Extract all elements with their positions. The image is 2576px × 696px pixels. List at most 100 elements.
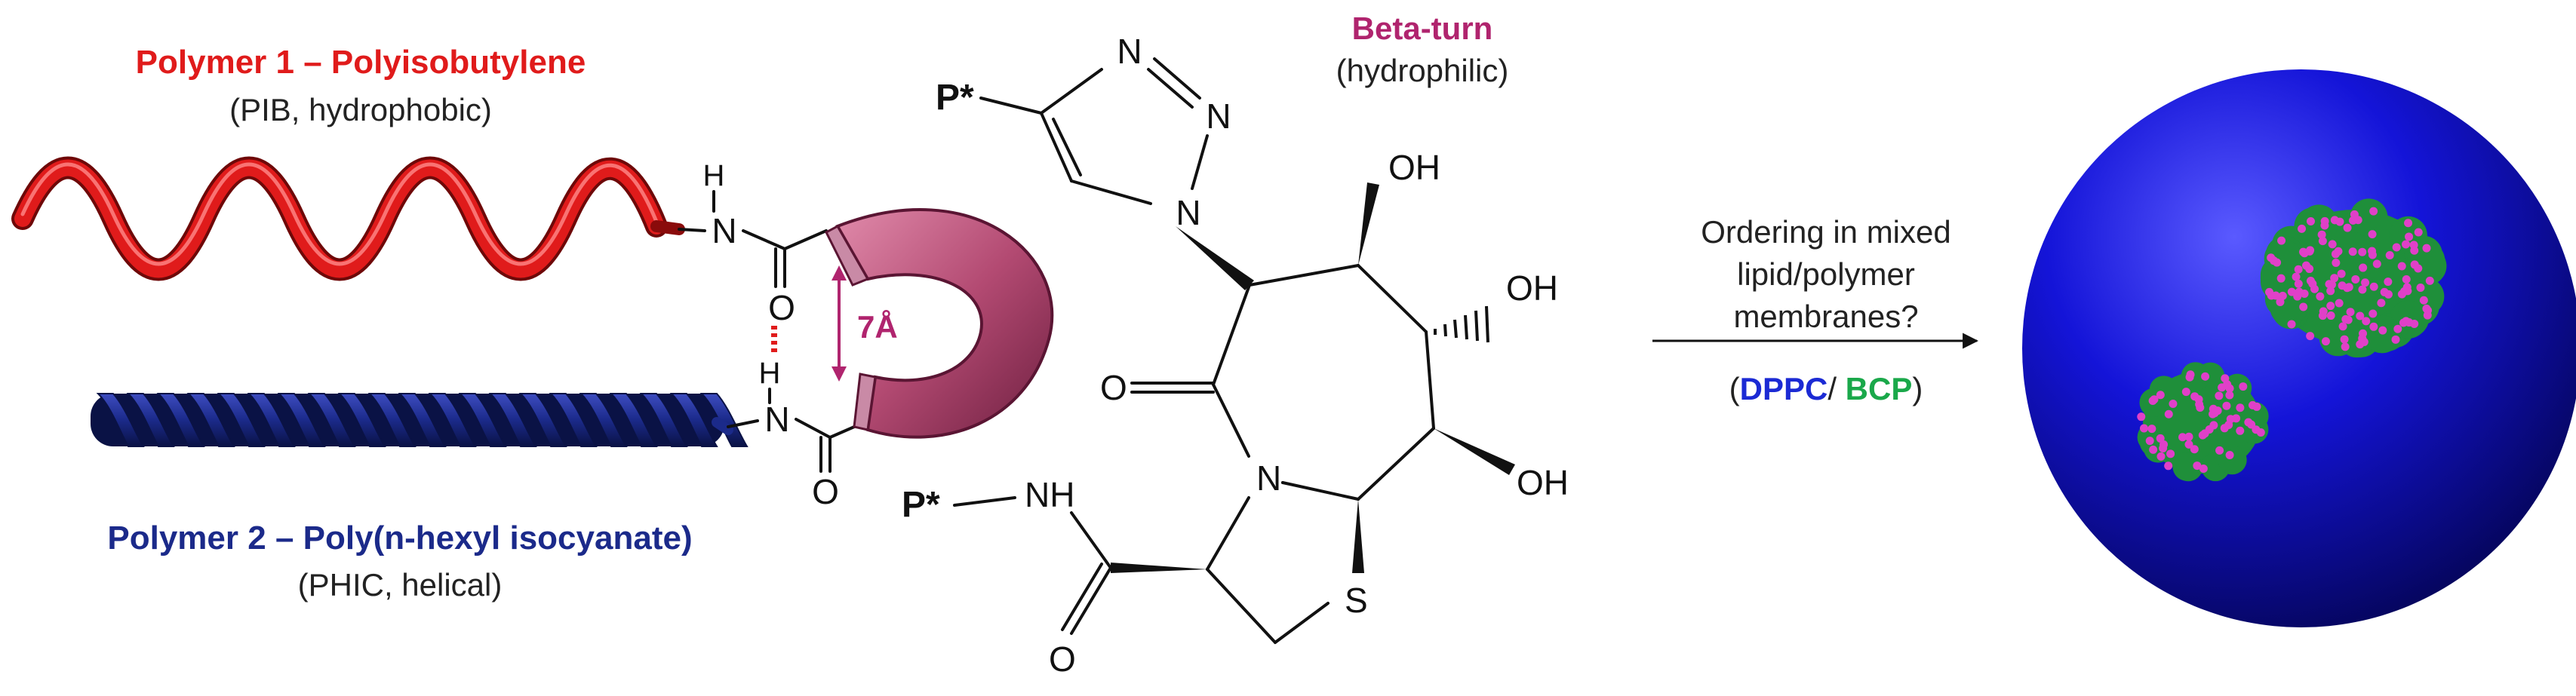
ordering-arrow: Ordering in mixed lipid/polymer membrane… [1652,214,1979,406]
lipid-dot [2186,370,2195,379]
lipid-domain-small [2137,362,2269,482]
lipid-dot [2425,276,2434,285]
lipid-dot [2328,240,2337,249]
helix-turn [337,393,386,447]
lipid-dot [2423,311,2432,320]
lipid-dot [2215,391,2224,400]
lipid-dot [2385,251,2394,260]
lipid-dot [2361,278,2370,287]
lipid-dot [2337,269,2346,278]
helix-turn [277,393,326,447]
lipid-dot [2265,287,2274,296]
lipid-dot [2318,311,2327,320]
lipid-dot [2414,228,2423,237]
lipid-dot [2316,292,2325,301]
lipid-dot [2193,461,2202,471]
helix-turn [367,393,417,447]
helix-turn [609,393,658,447]
lipid-dot [2300,290,2309,299]
amide-linker-top: H N O [678,159,828,327]
helix-turn [428,393,477,447]
lipid-dot [2392,243,2401,252]
lipid-dot [2356,311,2365,320]
lipid-dot [2184,432,2193,441]
lipid-dot [2248,400,2257,409]
lipid-dot [2201,372,2210,381]
lipid-dot [2164,409,2173,419]
lipid-dot [2149,445,2158,454]
lipid-dot [2402,274,2411,284]
lipid-dot [2369,309,2378,318]
beta-turn-subtitle: (hydrophilic) [1336,53,1509,88]
lipid-dot [2341,342,2350,351]
lipid-dot [2326,287,2335,296]
lipid-dot [2405,232,2414,241]
atom-n-triazole-3: N [1176,193,1200,232]
lipid-dot [2402,283,2412,292]
helix-turn [156,393,205,447]
lipid-dot [2164,461,2173,471]
lipid-dot [2340,335,2349,344]
dppc-label: DPPC [1740,371,1828,406]
atom-n-triazole-2: N [1206,97,1231,136]
lipid-dot [2159,440,2169,449]
lipid-dot [2391,335,2400,344]
lipid-dot [2156,452,2166,461]
helix-turn [307,393,356,447]
lipid-dot [2346,308,2355,317]
lipid-dot [2359,263,2368,272]
pstar-top: P* [936,78,974,118]
lipid-dot [2305,265,2314,274]
distance-label: 7Å [857,309,898,345]
lipid-dot [2338,281,2347,290]
arrow-text-line3: membranes? [1733,299,1918,334]
slash: / [1827,371,1845,406]
lipid-dot [2343,223,2352,232]
lipid-dot [2178,433,2187,442]
lipid-dot [2225,384,2234,393]
amide-linker-bottom: H N O [727,357,873,511]
lipid-dot [2194,395,2203,404]
polymer2-helix [91,393,749,447]
lipid-dot [2225,450,2234,459]
arrow-text-line1: Ordering in mixed [1701,214,1950,250]
lipid-dot [2351,274,2360,284]
lipid-dot [2350,210,2359,219]
helix-turn [458,393,507,447]
atom-o-amide: O [1049,639,1076,679]
atom-n-bottom: N [764,400,789,439]
helix-turn [217,393,266,447]
lipid-dot [2305,247,2314,256]
lipid-dot [2239,382,2248,391]
lipid-dot [2334,247,2343,256]
molecule-structure: P* N N N OH OH [902,32,1569,679]
lipid-dot [2317,230,2326,239]
lipid-dot [2299,247,2308,256]
lipid-dot [2244,418,2253,427]
atom-o-bottom: O [812,472,839,511]
lipid-dot [2166,449,2175,458]
lipid-dot [2377,299,2386,308]
lipid-dot [2393,324,2402,333]
atom-o-ring: O [1100,368,1127,407]
lipid-dot [2327,281,2336,290]
lipid-dot [2372,259,2381,268]
lipid-dot [2145,437,2154,446]
lipid-dot [2306,217,2315,225]
helix-turn [549,393,598,447]
lipid-dot [2199,465,2208,474]
lipid-dot [2326,311,2335,320]
lipid-dot [2277,236,2286,245]
lipid-dot [2276,274,2286,283]
lipid-dot [2416,283,2425,292]
vesicle-sphere [2022,69,2576,627]
lipid-dot [2267,253,2276,262]
lipid-dot [2422,244,2431,253]
lipid-dot [2332,258,2341,267]
lipid-dot [2410,319,2419,328]
atom-oh-2: OH [1506,268,1558,308]
atom-nh: NH [1025,475,1074,514]
lipid-dot [2358,247,2367,256]
lipid-dot [2205,425,2214,434]
